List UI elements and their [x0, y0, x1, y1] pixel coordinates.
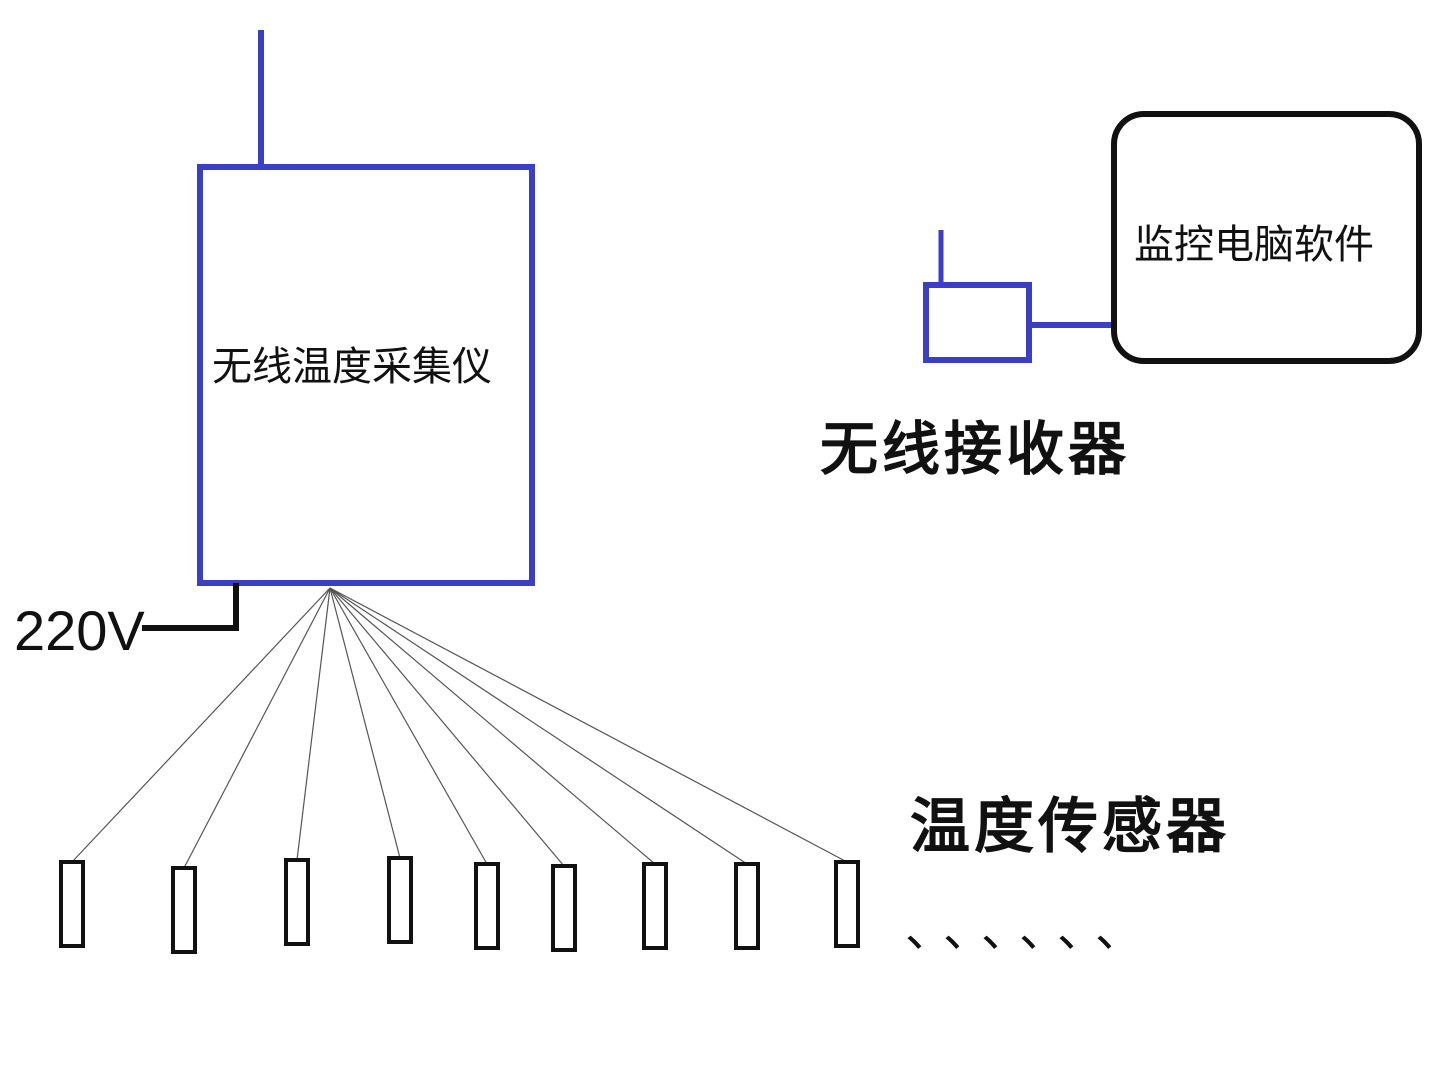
temperature-sensor [284, 858, 310, 946]
temperature-sensor [171, 866, 197, 954]
sensor-wire [329, 587, 656, 865]
sensor-wire [329, 587, 848, 863]
sensor-wire [329, 587, 748, 865]
collector-box [197, 164, 535, 586]
power-label: 220V [14, 599, 145, 662]
sensor-wire [329, 587, 401, 859]
sensor-wire [329, 587, 565, 867]
sensor-group [59, 856, 860, 954]
temperature-sensor [551, 864, 577, 952]
collector-label: 无线温度采集仪 [212, 344, 492, 390]
sensors-label: 温度传感器 [910, 792, 1230, 862]
receiver-label: 无线接收器 [820, 415, 1131, 483]
sensor-wires [71, 587, 848, 869]
temperature-sensor [387, 856, 413, 944]
sensor-wire [329, 587, 488, 865]
power-cable [142, 583, 239, 631]
temperature-sensor [59, 860, 85, 948]
sensor-wire [183, 587, 331, 869]
sensor-wire [71, 587, 331, 863]
temperature-sensor [734, 862, 760, 950]
temperature-sensor [474, 862, 500, 950]
computer-label: 监控电脑软件 [1134, 222, 1374, 268]
temperature-sensor [834, 860, 860, 948]
sensors-ellipsis: 、、、、、、 [905, 902, 1158, 958]
computer-box [1111, 111, 1422, 364]
temperature-sensor [642, 862, 668, 950]
sensor-wire [296, 587, 331, 861]
receiver-box [923, 282, 1032, 363]
